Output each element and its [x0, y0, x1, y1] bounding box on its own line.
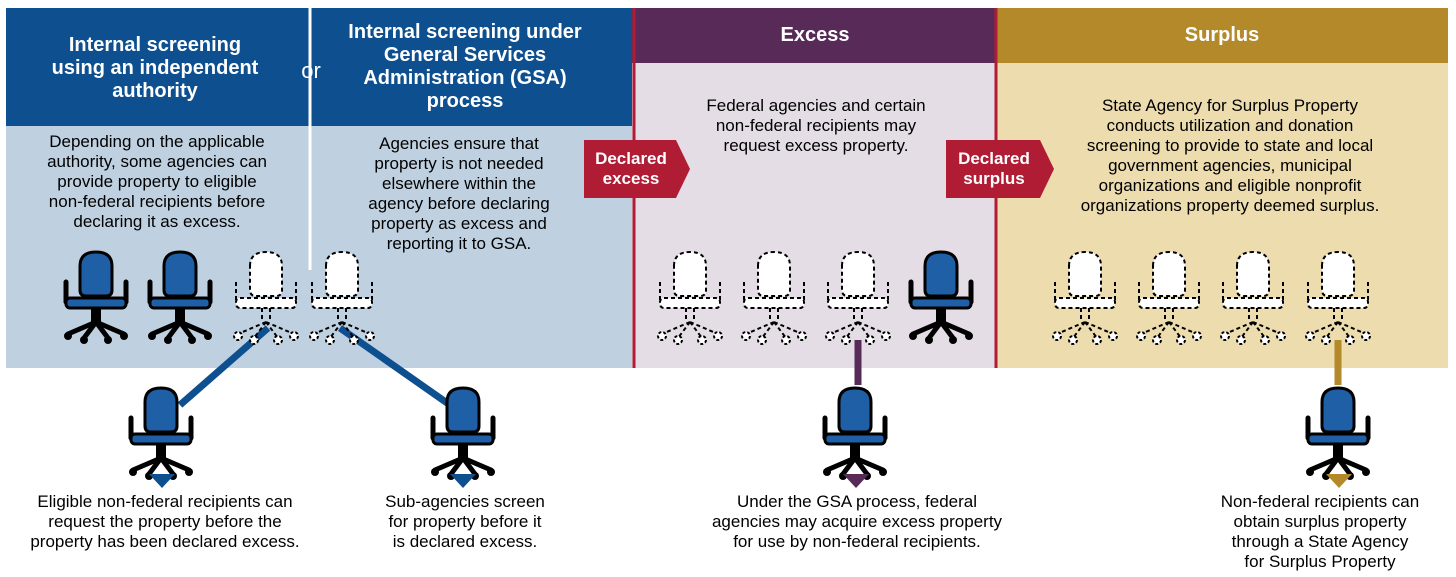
- internal-screening-header-band: [6, 8, 632, 126]
- down-arrow-icon: [843, 474, 869, 488]
- office-chair-icon: [823, 388, 887, 480]
- declared-excess-arrow: [584, 140, 690, 198]
- or-label: or: [301, 58, 321, 83]
- down-arrow-icon: [1326, 474, 1352, 488]
- empty-chair-outline-icon: [1305, 251, 1371, 345]
- internal-independent-body: Depending on the applicable authority, s…: [47, 132, 267, 231]
- caption-gsa-process: Under the GSA process, federal agencies …: [711, 492, 1003, 551]
- internal-independent-title: Internal screening using an independent …: [51, 33, 259, 102]
- down-arrow-icon: [149, 474, 175, 488]
- empty-chair-outline-icon: [1136, 251, 1202, 345]
- empty-chair-outline-icon: [1220, 251, 1286, 345]
- declared-surplus-label: Declared surplus: [958, 149, 1030, 188]
- empty-chair-outline-icon: [741, 251, 807, 345]
- internal-gsa-body: Agencies ensure that property is not nee…: [368, 134, 550, 253]
- surplus-title: Surplus: [1184, 23, 1260, 46]
- empty-chair-outline-icon: [825, 251, 891, 345]
- office-chair-icon: [909, 252, 973, 344]
- caption-sub-agencies: Sub-agencies screen for property before …: [385, 492, 545, 551]
- caption-state-agency: Non-federal recipients can obtain surplu…: [1220, 492, 1420, 571]
- empty-chair-outline-icon: [1052, 251, 1118, 345]
- declared-surplus-arrow: [946, 140, 1054, 198]
- excess-body: Federal agencies and certain non-federal…: [706, 96, 926, 155]
- internal-gsa-title: Internal screening under General Service…: [348, 21, 582, 112]
- office-chair-icon: [1306, 388, 1370, 480]
- excess-title: Excess: [780, 23, 850, 46]
- empty-chair-outline-icon: [657, 251, 723, 345]
- surplus-body: State Agency for Surplus Property conduc…: [1080, 96, 1380, 215]
- office-chair-icon: [64, 252, 128, 344]
- down-arrow-icon: [450, 474, 476, 488]
- declared-excess-label: Declared excess: [595, 149, 667, 188]
- excess-header-band: [632, 8, 996, 63]
- surplus-header-band: [996, 8, 1448, 63]
- caption-eligible-nonfederal: Eligible non-federal recipients can requ…: [30, 492, 300, 551]
- office-chair-icon: [148, 252, 212, 344]
